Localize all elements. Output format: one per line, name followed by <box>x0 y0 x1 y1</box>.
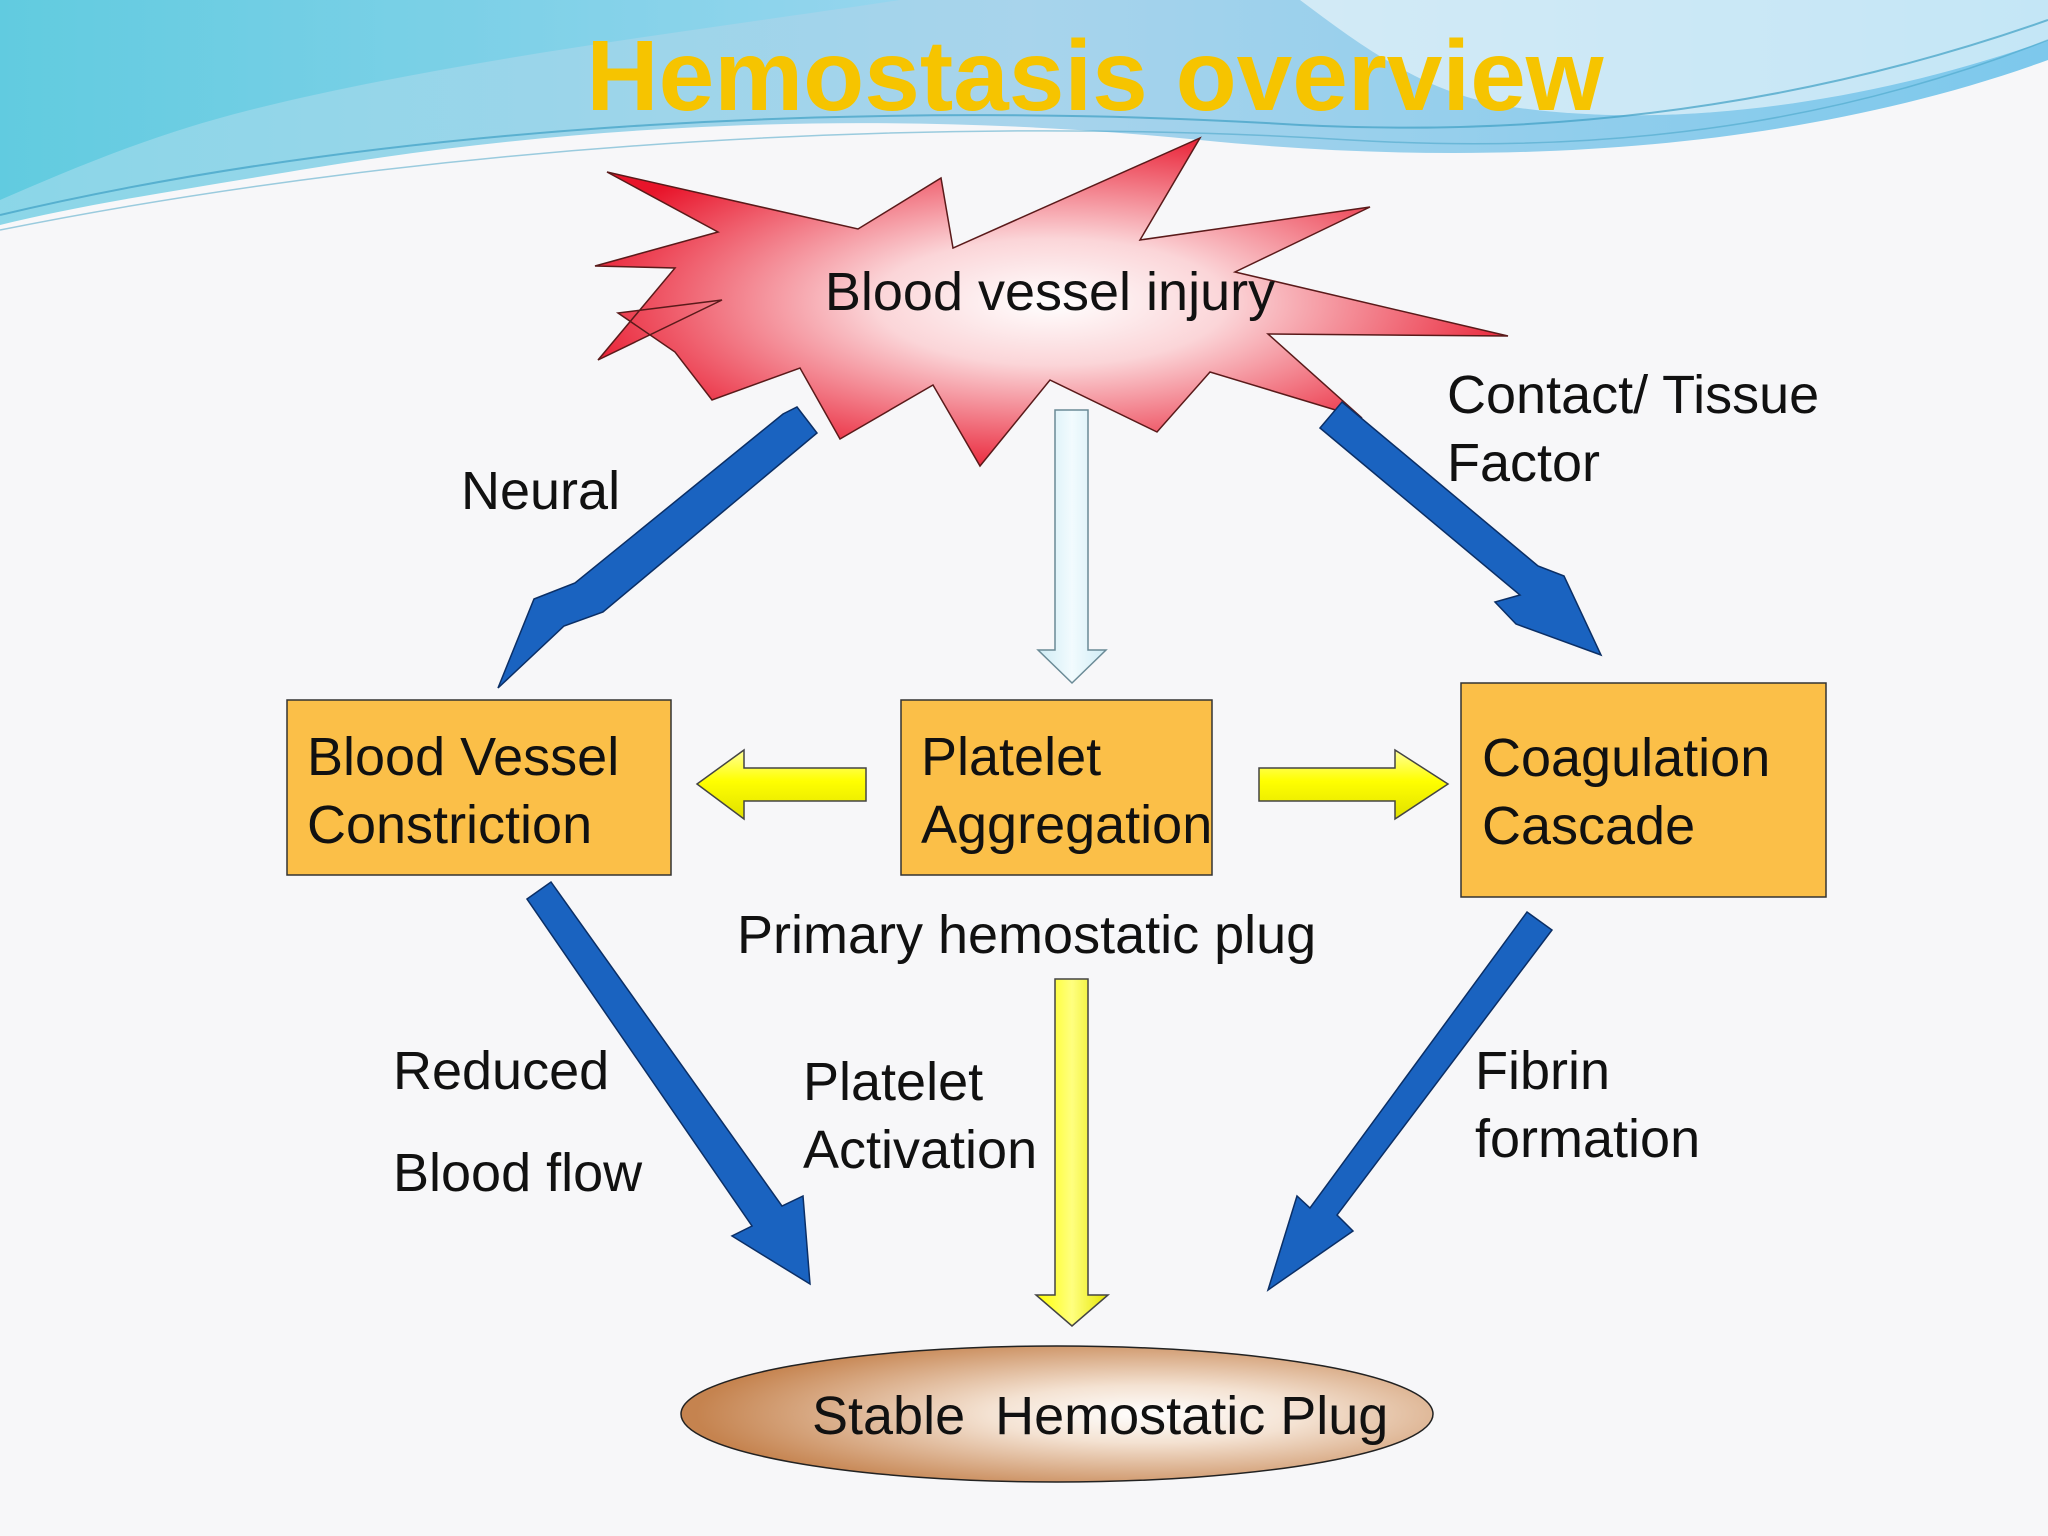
platelet-aggregation-line2: Aggregation <box>921 795 1212 855</box>
reduced-flow-label-line1: Reduced <box>393 1041 609 1101</box>
neural-arrow <box>497 406 819 689</box>
platelet-activation-label-line1: Platelet <box>803 1052 983 1112</box>
injury-label: Blood vessel injury <box>825 262 1275 322</box>
vessel-constriction-line1: Blood Vessel <box>307 727 619 787</box>
reduced-flow-label-line2: Blood flow <box>393 1143 643 1203</box>
platelet-activation-label-line2: Activation <box>803 1120 1037 1180</box>
coagulation-cascade-box: Coagulation Cascade <box>1460 682 1827 898</box>
blood-vessel-constriction-box: Blood Vessel Constriction <box>286 699 672 876</box>
coagulation-cascade-line2: Cascade <box>1482 796 1695 856</box>
contact-tissue-arrow <box>1318 400 1603 657</box>
stable-plug-ellipse <box>680 1345 1434 1483</box>
injury-starburst <box>594 136 1509 468</box>
platelet-aggregation-line1: Platelet <box>921 727 1101 787</box>
coagulation-cascade-line1: Coagulation <box>1482 728 1770 788</box>
contact-tissue-label-line1: Contact/ Tissue <box>1447 365 1819 425</box>
platelet-activation-arrow <box>1033 978 1111 1327</box>
header-wave-decoration <box>0 0 2048 231</box>
aggregation-to-coagulation-arrow <box>1258 748 1450 821</box>
neural-label: Neural <box>461 461 620 521</box>
contact-tissue-label-line2: Factor <box>1447 433 1600 493</box>
fibrin-arrow <box>1266 910 1554 1292</box>
platelet-aggregation-box: Platelet Aggregation <box>900 699 1213 876</box>
fibrin-label-line2: formation <box>1475 1109 1700 1169</box>
reduced-flow-arrow <box>525 880 811 1286</box>
primary-plug-label: Primary hemostatic plug <box>737 905 1316 965</box>
slide-title: Hemostasis overview <box>586 20 1603 132</box>
vessel-constriction-line2: Constriction <box>307 795 592 855</box>
fibrin-label-line1: Fibrin <box>1475 1041 1610 1101</box>
platelet-down-arrow <box>1036 409 1108 685</box>
stable-plug-label: Stable Hemostatic Plug <box>812 1386 1388 1446</box>
aggregation-to-constriction-arrow <box>695 748 867 821</box>
